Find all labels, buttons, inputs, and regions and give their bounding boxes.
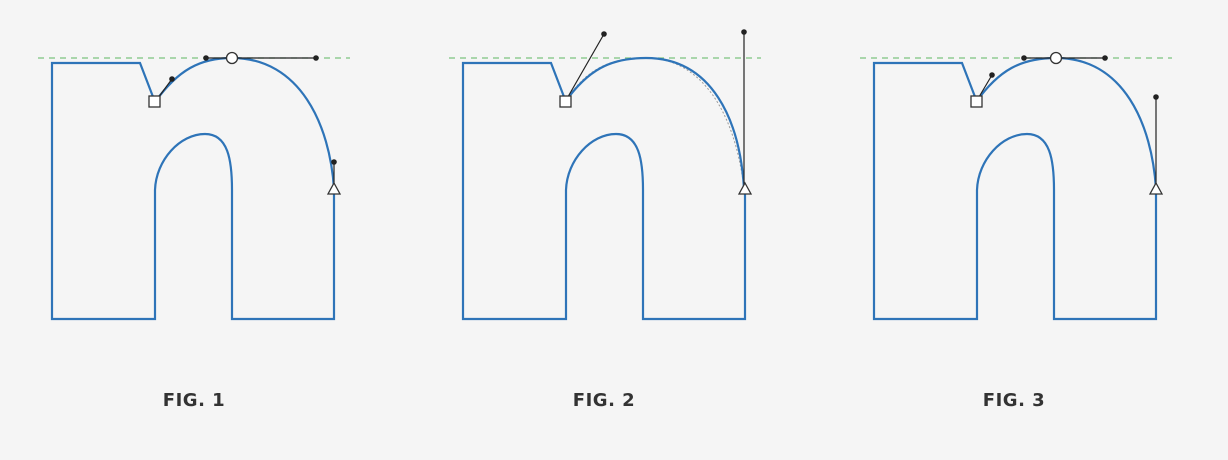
glyph-left-stem (50, 61, 157, 321)
glyph-counter-and-right-stem (153, 132, 336, 321)
glyph-counter-and-right-stem (975, 132, 1158, 321)
triangle-point-icon (737, 181, 753, 195)
square-point-icon (970, 95, 983, 108)
handle-dot-icon-3 (313, 55, 319, 61)
reference-curve (564, 57, 745, 190)
handle-dot-icon-4 (331, 159, 337, 165)
figure-caption-1: FIG. 1 (162, 390, 226, 411)
square-point-icon (559, 95, 572, 108)
handle-dot-icon-2 (741, 29, 747, 35)
handle-dot-icon-1 (169, 76, 175, 82)
glyph-left-stem (461, 61, 568, 321)
handle-dot-icon-4 (1153, 94, 1159, 100)
bezier-handle-1 (564, 33, 605, 103)
glyph-left-stem (872, 61, 979, 321)
handle-dot-icon-1 (989, 72, 995, 78)
glyph-arch-curve (975, 56, 1158, 190)
handle-dot-icon-2 (203, 55, 209, 61)
handle-dot-icon-3 (1102, 55, 1108, 61)
circle-point-icon (225, 51, 239, 65)
glyph-counter-and-right-stem (564, 132, 747, 321)
figure-2 (449, 29, 761, 321)
handle-dot-icon-1 (601, 31, 607, 37)
figure-3 (860, 51, 1172, 321)
circle-point-icon (1049, 51, 1063, 65)
figure-1 (38, 51, 350, 321)
glyph-arch-curve (154, 56, 336, 190)
square-point-icon (148, 95, 161, 108)
glyph-arch-curve (564, 56, 746, 190)
handle-dot-icon-2 (1021, 55, 1027, 61)
triangle-point-icon (1148, 181, 1164, 195)
triangle-point-icon (326, 181, 342, 195)
figure-caption-3: FIG. 3 (982, 390, 1046, 411)
figure-caption-2: FIG. 2 (572, 390, 636, 411)
